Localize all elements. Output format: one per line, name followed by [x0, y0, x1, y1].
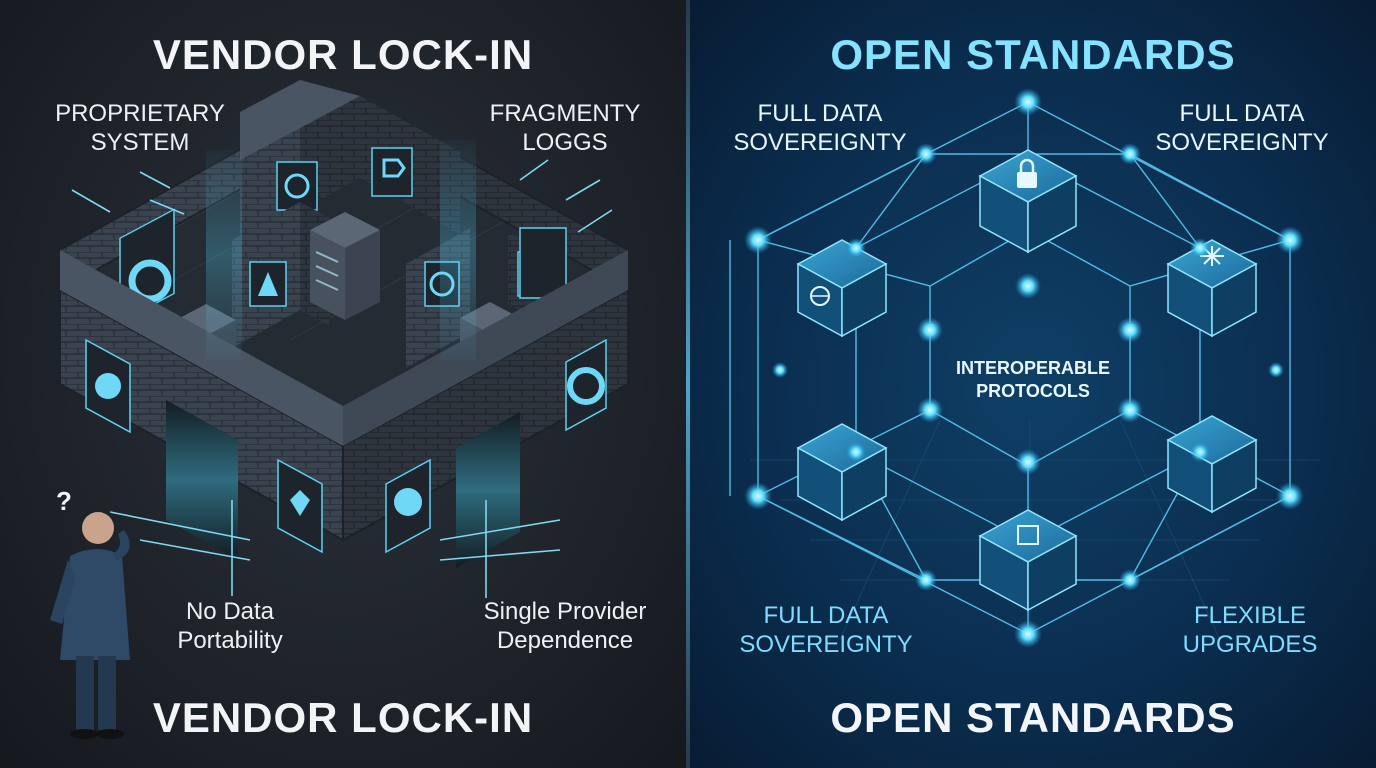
padlock-icon [1017, 158, 1037, 188]
cube-bottom-left [796, 423, 888, 522]
label-full-data-sovereignty-top-right: FULL DATA SOVEREIGNTY [1155, 100, 1329, 156]
question-icon: ? [56, 486, 72, 516]
label-single-provider-dependence: Single Provider Dependence [483, 598, 647, 654]
network-nodes [744, 88, 1304, 648]
label-proprietary-system: PROPRIETARY SYSTEM [55, 100, 225, 156]
left-title-bottom: VENDOR LOCK-IN [152, 694, 534, 741]
network-illustration [729, 88, 1320, 648]
label-fragmenty-loggs: FRAGMENTY LOGGS [489, 100, 641, 156]
open-standards-panel: OPEN STANDARDS FULL DATA SOVEREIGNTY FUL… [690, 0, 1376, 768]
globe-icon [810, 286, 830, 306]
label-flexible-upgrades: FLEXIBLE UPGRADES [1182, 602, 1318, 658]
left-title-top: VENDOR LOCK-IN [152, 31, 534, 78]
walled-maze-illustration: ? [50, 80, 629, 739]
label-interoperable-protocols: INTEROPERABLE PROTOCOLS [955, 358, 1110, 401]
panel-divider [686, 0, 690, 768]
chip-icon [1017, 525, 1039, 545]
right-title-bottom: OPEN STANDARDS [830, 694, 1236, 741]
right-title-top: OPEN STANDARDS [830, 31, 1236, 78]
vendor-lock-in-panel: ? VENDOR LOCK-IN PROPRIETARY SYSTEM FRAG… [0, 0, 686, 768]
label-full-data-sovereignty-bottom-left: FULL DATA SOVEREIGNTY [739, 602, 913, 658]
cube-top [978, 149, 1078, 254]
label-no-data-portability: No Data Portability [177, 598, 283, 654]
cube-bottom-right [1166, 415, 1258, 514]
cube-bottom [978, 509, 1078, 612]
label-full-data-sovereignty-top-left: FULL DATA SOVEREIGNTY [733, 100, 907, 156]
confused-person [50, 507, 130, 739]
